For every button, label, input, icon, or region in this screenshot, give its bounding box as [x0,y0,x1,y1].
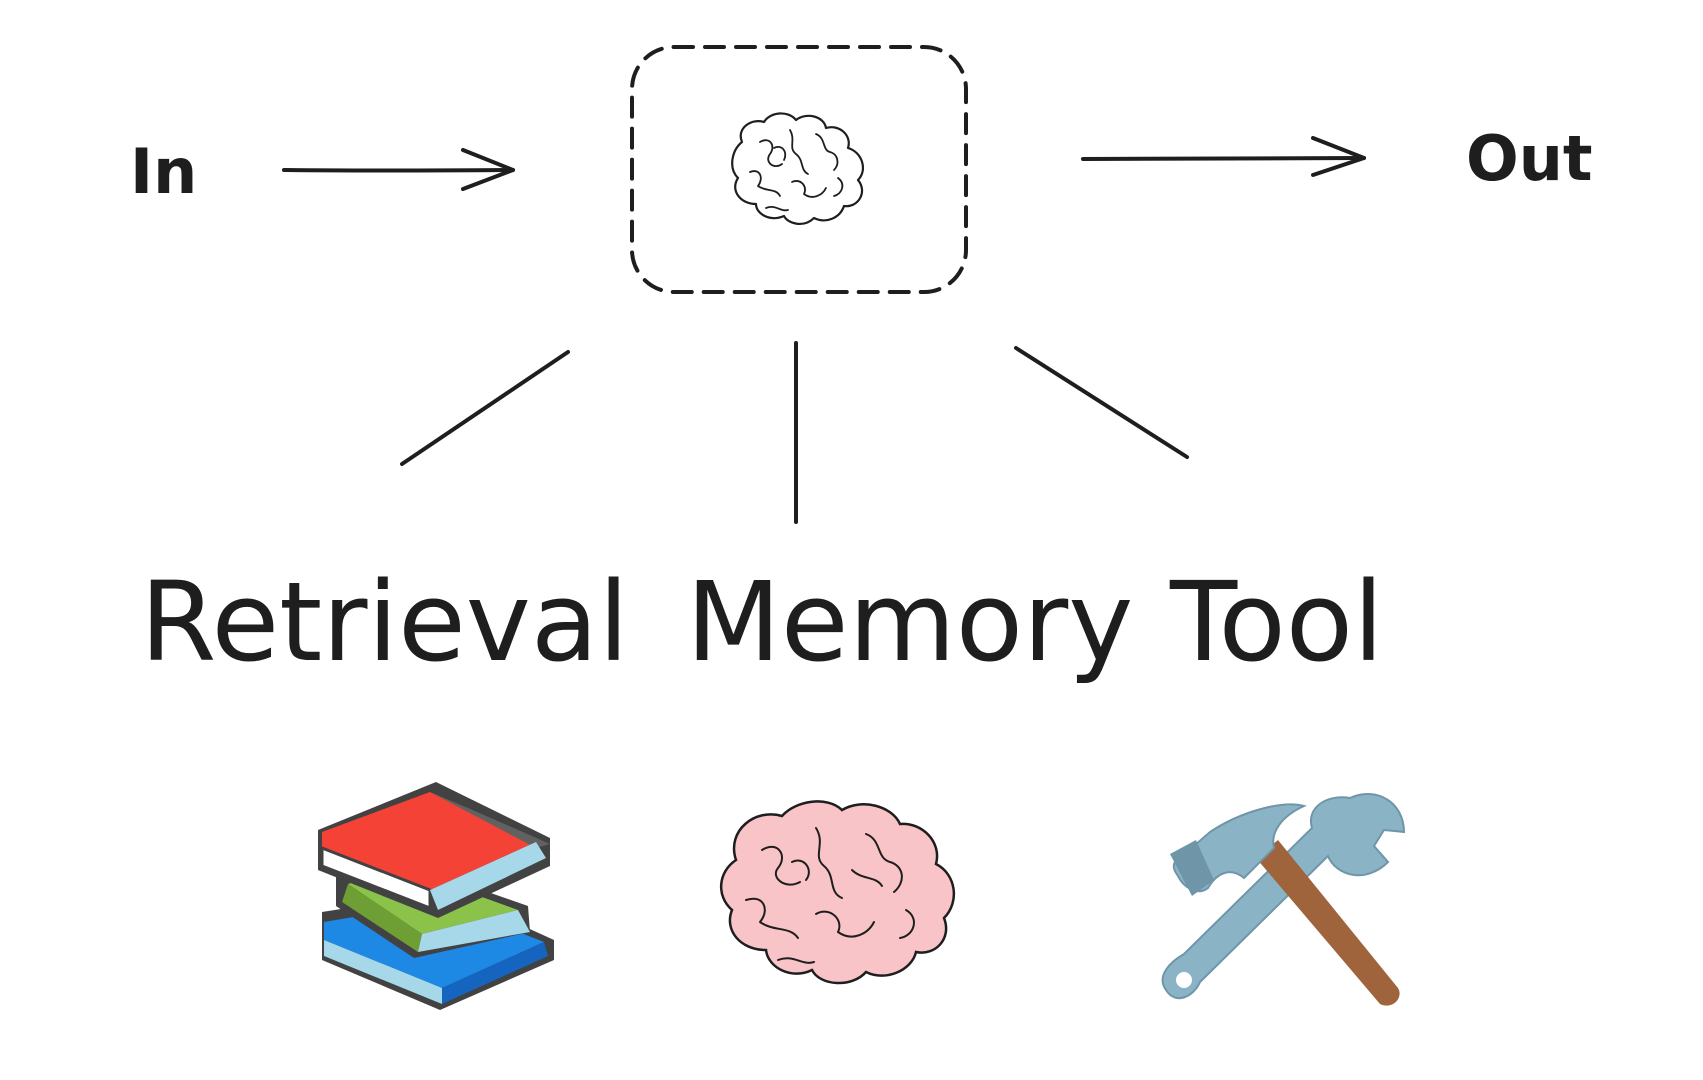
connector-tool [1014,346,1189,459]
branch-label-retrieval: Retrieval [140,558,629,686]
books-icon [318,782,554,1010]
center-node-frame [630,45,968,294]
input-arrow [282,148,515,191]
brain-outline-icon [731,112,865,225]
hammer-wrench-icon [1161,793,1406,1006]
output-label: Out [1466,122,1592,195]
branch-label-tool: Tool [1169,558,1384,686]
input-label: In [130,135,197,208]
output-arrow [1081,136,1366,177]
center-node [630,45,968,294]
brain-icon [719,800,956,985]
connector-retrieval [400,350,570,466]
branch-label-memory: Memory [686,558,1133,686]
